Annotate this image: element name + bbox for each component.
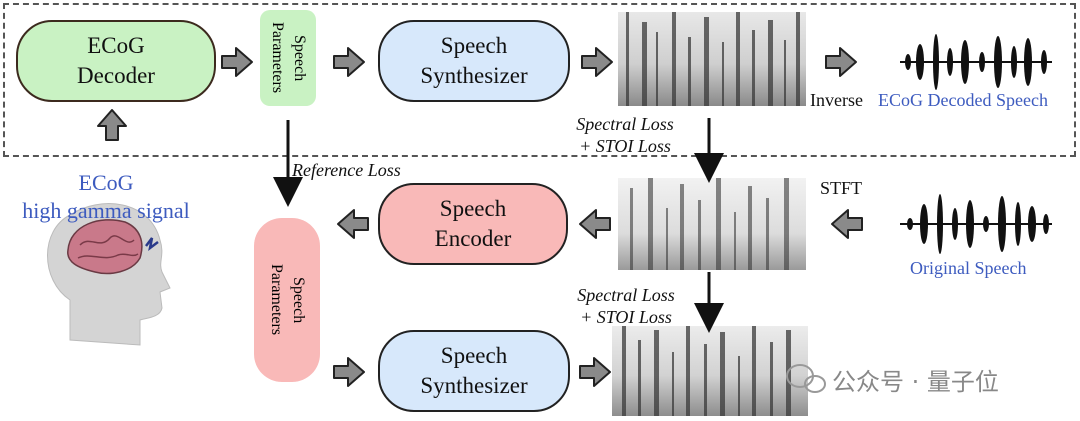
decoded-spectrogram-bands [626,12,800,106]
decoded-spectrogram [618,12,806,106]
arrow-encoder-to-params [337,209,369,239]
arrow-signal-to-decoder [97,109,127,141]
speech-parameters-bottom-block: Speech Parameters [254,218,320,382]
speech-parameters-top-block: Speech Parameters [260,10,316,106]
original-spectrogram [618,178,806,270]
arrow-wave-to-spectrogram [831,209,863,239]
spectral-loss-bottom-label: Spectral Loss + STOI Loss [577,285,675,327]
wechat-logo-icon [786,364,826,393]
decoding-pipeline-dashed-box [3,3,1076,157]
original-speech-label: Original Speech [910,258,1027,278]
original-spectrogram-bands [630,178,789,270]
arrow-params-to-synth [333,47,365,77]
arrow-spectrogram-to-decoded-wave [825,47,857,77]
head-with-brain-illustration [47,203,171,346]
arrow-synth-to-spectrogram [581,47,613,77]
ecog-signal-label-line1: ECoG [78,170,134,195]
decoded-speech-waveform [900,34,1052,90]
arrow-spectrogram-to-encoder [579,209,611,239]
reference-loss-label: Reference Loss [292,160,401,180]
arrow-bottom-synth-to-spectrogram [579,357,611,387]
ecog-decoded-speech-label: ECoG Decoded Speech [878,90,1048,110]
arrow-params-to-bottom-synth [333,357,365,387]
spectral-loss-top-label: Spectral Loss + STOI Loss [576,114,674,156]
ecog-signal-label-line2: high gamma signal [22,198,190,223]
inverse-label: Inverse [810,90,863,110]
arrow-decoder-to-params [221,47,253,77]
ecog-decoder-block: ECoG Decoder [16,20,216,102]
speech-synthesizer-top-block: Speech Synthesizer [378,20,570,102]
speech-synthesizer-bottom-block: Speech Synthesizer [378,330,570,412]
original-speech-waveform [900,194,1052,254]
resynthesized-spectrogram [612,326,808,416]
stft-label: STFT [820,178,863,198]
watermark-text: 公众号 · 量子位 [832,368,999,396]
speech-encoder-block: Speech Encoder [378,183,568,265]
